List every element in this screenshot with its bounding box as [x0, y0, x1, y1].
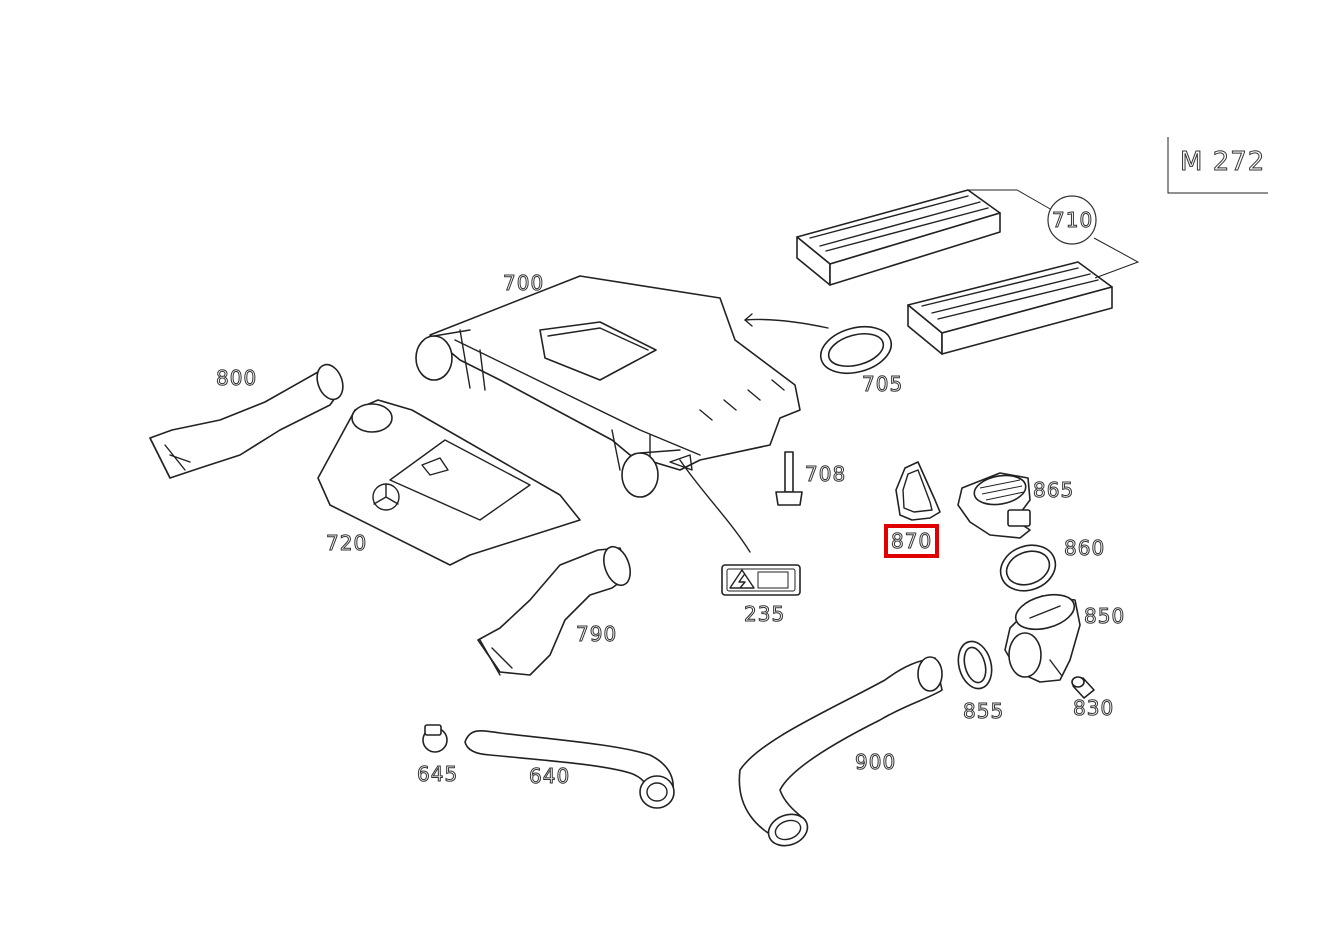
warning-label-plate[interactable]	[669, 454, 801, 596]
callout-705[interactable]: 705	[861, 372, 904, 396]
hose-clip[interactable]	[422, 724, 448, 753]
air-mass-sensor[interactable]	[957, 472, 1031, 539]
intake-pipe-left[interactable]	[149, 361, 347, 479]
callout-790[interactable]: 790	[575, 622, 618, 646]
callout-235[interactable]: 235	[743, 602, 786, 626]
air-filter-element-lower[interactable]	[907, 261, 1113, 355]
callout-circle-710	[1047, 195, 1097, 245]
engine-label: M 272	[1179, 147, 1266, 178]
clamp[interactable]	[953, 638, 996, 693]
intake-adapter[interactable]	[1004, 589, 1081, 683]
callout-640[interactable]: 640	[528, 764, 571, 788]
callout-800[interactable]: 800	[215, 366, 258, 390]
callout-850[interactable]: 850	[1083, 604, 1126, 628]
callout-830[interactable]: 830	[1072, 696, 1115, 720]
seal-ring[interactable]	[816, 319, 897, 380]
callout-900[interactable]: 900	[854, 750, 897, 774]
callout-645[interactable]: 645	[416, 762, 459, 786]
mounting-bolt[interactable]	[775, 451, 803, 506]
callout-710[interactable]: 710	[1051, 208, 1094, 232]
intake-hose[interactable]	[738, 656, 943, 851]
callout-860[interactable]: 860	[1063, 536, 1106, 560]
intake-pipe-right[interactable]	[477, 543, 635, 676]
plug[interactable]	[1071, 676, 1095, 699]
callout-855[interactable]: 855	[962, 699, 1005, 723]
callout-865[interactable]: 865	[1032, 478, 1075, 502]
vent-hose[interactable]	[464, 730, 675, 809]
gasket[interactable]	[895, 461, 941, 521]
callout-870[interactable]: 870	[883, 524, 940, 558]
hose-clamp-ring[interactable]	[994, 538, 1062, 598]
callout-700[interactable]: 700	[502, 271, 545, 295]
engine-label-frame	[1167, 137, 1268, 194]
engine-cover[interactable]	[317, 399, 581, 566]
leader-710	[968, 189, 1140, 279]
air-filter-element-upper[interactable]	[796, 189, 1001, 286]
air-filter-housing[interactable]	[415, 275, 829, 498]
callout-720[interactable]: 720	[325, 531, 368, 555]
callout-708[interactable]: 708	[804, 462, 847, 486]
